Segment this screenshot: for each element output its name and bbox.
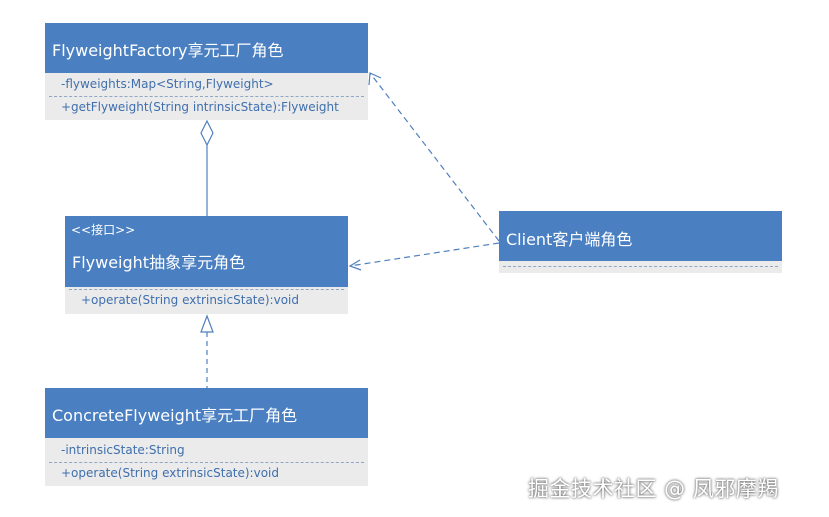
class-client[interactable]: Client客户端角色	[499, 211, 782, 273]
stereotype-label: <<接口>>	[71, 223, 136, 237]
class-flyweight-interface[interactable]: <<接口>> Flyweight抽象享元角色 +operate(String e…	[65, 216, 348, 314]
aggregation-diamond	[200, 119, 214, 147]
dependency-arrowhead-factory	[368, 72, 382, 86]
operation-operate: +operate(String extrinsicState):void	[81, 293, 299, 307]
watermark: 掘金技术社区 @ 凤邪摩羯	[528, 477, 779, 501]
class-header: FlyweightFactory享元工厂角色	[45, 23, 368, 73]
class-attributes: -flyweights:Map<String,Flyweight>	[45, 73, 368, 97]
dependency-line-flyweight	[349, 242, 500, 267]
operation-operate: +operate(String extrinsicState):void	[61, 466, 279, 480]
class-header: Client客户端角色	[499, 211, 782, 261]
class-operations: +operate(String extrinsicState):void	[65, 287, 348, 314]
dependency-line-factory	[369, 72, 500, 242]
realization-arrowhead	[200, 314, 214, 333]
attribute-flyweights: -flyweights:Map<String,Flyweight>	[61, 77, 274, 91]
class-name: Flyweight抽象享元角色	[72, 253, 246, 272]
class-flyweight-factory[interactable]: FlyweightFactory享元工厂角色 -flyweights:Map<S…	[45, 23, 368, 120]
class-header: ConcreteFlyweight享元工厂角色	[45, 388, 368, 438]
divider	[503, 266, 778, 267]
attribute-intrinsic-state: -intrinsicState:String	[61, 443, 185, 457]
class-name: FlyweightFactory享元工厂角色	[52, 41, 284, 60]
class-name: ConcreteFlyweight享元工厂角色	[52, 406, 298, 425]
class-concrete-flyweight[interactable]: ConcreteFlyweight享元工厂角色 -intrinsicState:…	[45, 388, 368, 486]
dependency-arrowhead-flyweight	[348, 259, 362, 271]
operation-get-flyweight: +getFlyweight(String intrinsicState):Fly…	[61, 100, 339, 114]
divider	[49, 462, 364, 463]
divider	[49, 96, 364, 97]
class-attributes: -intrinsicState:String	[45, 438, 368, 463]
divider	[69, 289, 344, 290]
class-header: <<接口>> Flyweight抽象享元角色	[65, 216, 348, 287]
class-name: Client客户端角色	[506, 230, 633, 249]
class-operations: +getFlyweight(String intrinsicState):Fly…	[45, 97, 368, 120]
class-body	[499, 261, 782, 273]
class-operations: +operate(String extrinsicState):void	[45, 463, 368, 486]
